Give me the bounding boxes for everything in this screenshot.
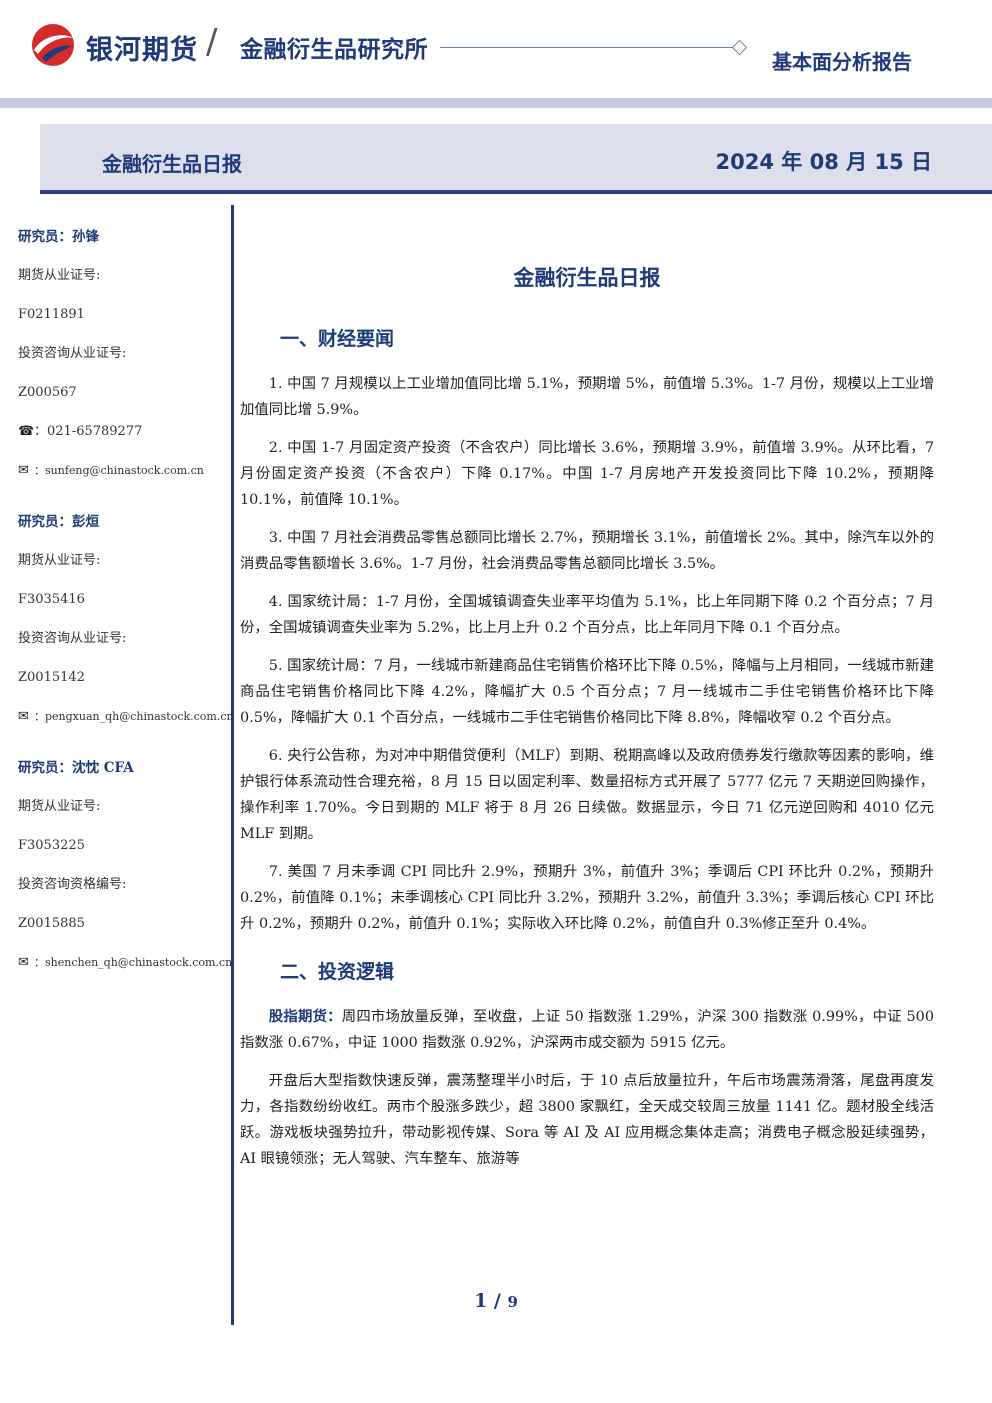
report-type: 基本面分析报告 — [772, 50, 912, 74]
futures-license-id: F3035416 — [18, 592, 85, 607]
mail-icon: ✉ — [18, 709, 29, 724]
analyst-card: 研究员：孙锋 期货从业证号: F0211891 投资咨询从业证号: Z00056… — [18, 222, 228, 495]
consult-license-id: Z0015885 — [18, 916, 85, 931]
mail-icon: ✉ — [18, 463, 29, 478]
consult-license-label: 投资咨询资格编号: — [18, 877, 127, 892]
diamond-icon — [731, 39, 748, 56]
page-number: 1 / 9 — [0, 1290, 992, 1312]
analyst-email: ✉ ：pengxuan_qh@chinastock.com.cn — [18, 702, 234, 741]
analyst-name: 研究员：彭烜 — [18, 514, 99, 530]
institute-name: 金融衍生品研究所 — [240, 37, 428, 63]
index-futures-text: 周四市场放量反弹，至收盘，上证 50 指数涨 1.29%，沪深 300 指数涨 … — [240, 1009, 934, 1051]
news-item: 2. 中国 1-7 月固定资产投资（不含农户）同比增长 3.6%，预期增 3.9… — [240, 440, 934, 508]
analyst-name: 研究员：孙锋 — [18, 229, 99, 245]
analyst-card: 研究员：沈忱 CFA 期货从业证号: F3053225 投资咨询资格编号: Z0… — [18, 753, 232, 987]
document-title: 金融衍生品日报 — [513, 266, 661, 290]
brand-name: 银河期货 — [86, 35, 198, 66]
report-name: 金融衍生品日报 — [102, 152, 242, 176]
analyst-name: 研究员：沈忱 CFA — [18, 760, 134, 776]
news-item: 4. 国家统计局：1-7 月份，全国城镇调查失业率平均值为 5.1%，比上年同期… — [240, 594, 934, 636]
page-separator: / — [487, 1290, 508, 1312]
main-content: 金融衍生品日报 一、财经要闻 1. 中国 7 月规模以上工业增加值同比增 5.1… — [240, 262, 934, 1184]
consult-license-id: Z0015142 — [18, 670, 85, 685]
phone-icon: ☎ — [18, 424, 35, 439]
consult-license-id: Z000567 — [18, 385, 77, 400]
futures-license-id: F3053225 — [18, 838, 85, 853]
logic-paragraph: 开盘后大型指数快速反弹，震荡整理半小时后，于 10 点后放量拉升，午后市场震荡滑… — [240, 1073, 934, 1167]
sidebar-divider — [231, 205, 234, 1325]
current-page: 1 — [474, 1290, 488, 1312]
analyst-phone: ☎：021-65789277 — [18, 417, 228, 456]
title-bar: 金融衍生品日报 2024 年 08 月 15 日 — [40, 124, 992, 194]
futures-license-id: F0211891 — [18, 307, 85, 322]
futures-license-label: 期货从业证号: — [18, 268, 101, 283]
email-address[interactable]: ：sunfeng@chinastock.com.cn — [34, 464, 204, 477]
logic-paragraph: 股指期货：周四市场放量反弹，至收盘，上证 50 指数涨 1.29%，沪深 300… — [240, 1004, 934, 1056]
news-item: 7. 美国 7 月未季调 CPI 同比升 2.9%，预期升 3%，前值升 3%；… — [240, 864, 934, 932]
email-address[interactable]: ：pengxuan_qh@chinastock.com.cn — [34, 710, 234, 723]
analyst-email: ✉ ：shenchen_qh@chinastock.com.cn — [18, 948, 232, 987]
analyst-sidebar: 研究员：孙锋 期货从业证号: F0211891 投资咨询从业证号: Z00056… — [18, 222, 234, 999]
section-heading-logic: 二、投资逻辑 — [280, 961, 395, 983]
total-pages: 9 — [507, 1293, 518, 1311]
mail-icon: ✉ — [18, 955, 29, 970]
analyst-card: 研究员：彭烜 期货从业证号: F3035416 投资咨询从业证号: Z00151… — [18, 507, 234, 741]
analyst-email: ✉ ：sunfeng@chinastock.com.cn — [18, 456, 228, 495]
futures-license-label: 期货从业证号: — [18, 553, 101, 568]
news-item: 3. 中国 7 月社会消费品零售总额同比增长 2.7%，预期增长 3.1%，前值… — [240, 530, 934, 572]
section-heading-news: 一、财经要闻 — [280, 328, 395, 350]
report-date: 2024 年 08 月 15 日 — [715, 150, 932, 174]
header-band — [0, 98, 992, 108]
email-address[interactable]: ：shenchen_qh@chinastock.com.cn — [34, 956, 233, 969]
header-rule — [440, 47, 735, 48]
galaxy-logo-icon — [32, 24, 74, 66]
header: 银河期货 / 金融衍生品研究所 基本面分析报告 — [0, 0, 992, 110]
brand-separator: / — [206, 22, 218, 62]
news-item: 6. 央行公告称，为对冲中期借贷便利（MLF）到期、税期高峰以及政府债券发行缴款… — [240, 748, 934, 842]
news-item: 5. 国家统计局：7 月，一线城市新建商品住宅销售价格环比下降 0.5%，降幅与… — [240, 658, 934, 726]
index-futures-label: 股指期货： — [268, 1008, 342, 1025]
news-item: 1. 中国 7 月规模以上工业增加值同比增 5.1%，预期增 5%，前值增 5.… — [240, 376, 934, 418]
consult-license-label: 投资咨询从业证号: — [18, 346, 127, 361]
futures-license-label: 期货从业证号: — [18, 799, 101, 814]
phone-number: ：021-65789277 — [34, 424, 143, 439]
consult-license-label: 投资咨询从业证号: — [18, 631, 127, 646]
